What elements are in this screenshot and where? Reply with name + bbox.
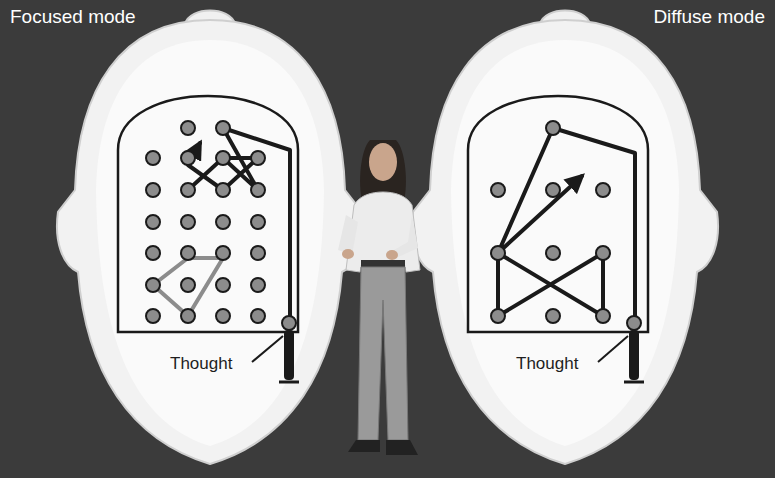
pinball-board	[468, 96, 648, 332]
mode-heading: Diffuse mode	[653, 6, 765, 28]
head-outline-right	[412, 11, 718, 465]
head-outline-left	[57, 11, 363, 465]
plunger	[252, 316, 299, 382]
diffuse-thought-path	[498, 128, 635, 318]
thought-label: Thought	[170, 354, 232, 374]
pinball-board	[118, 96, 298, 332]
mode-heading: Focused mode	[10, 6, 136, 28]
plunger	[598, 316, 644, 382]
thought-label: Thought	[516, 354, 578, 374]
presenter-figure	[338, 140, 420, 455]
focused-thought-path	[153, 128, 290, 318]
pin-dots	[146, 121, 265, 323]
pin-dots	[491, 121, 610, 323]
